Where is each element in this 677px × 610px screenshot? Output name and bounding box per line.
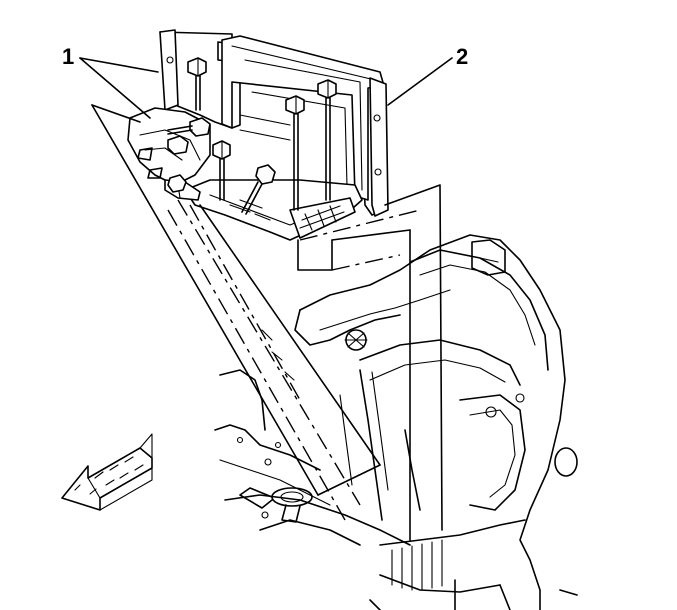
bolt	[285, 95, 305, 211]
bolt	[317, 79, 337, 201]
bolt	[212, 140, 231, 201]
callout-leaders	[79, 57, 453, 119]
floor-fitting	[239, 487, 313, 523]
grommet-plug	[344, 329, 368, 351]
bolt	[187, 57, 207, 111]
bolt	[167, 174, 187, 193]
leader-line-1a	[79, 57, 159, 73]
bracket-assembly	[127, 29, 389, 241]
leader-line-2	[387, 57, 453, 106]
bolt	[241, 164, 276, 215]
vehicle-body-structure	[214, 234, 578, 610]
mounting-bolts	[167, 57, 337, 215]
bolt	[167, 117, 211, 137]
bolt	[167, 135, 189, 155]
callout-2-label: 2	[456, 44, 468, 69]
leader-line-1b	[79, 57, 151, 119]
projection-lines	[91, 104, 443, 541]
callout-1-label: 1	[62, 44, 74, 69]
forward-arrow-icon	[61, 433, 153, 511]
